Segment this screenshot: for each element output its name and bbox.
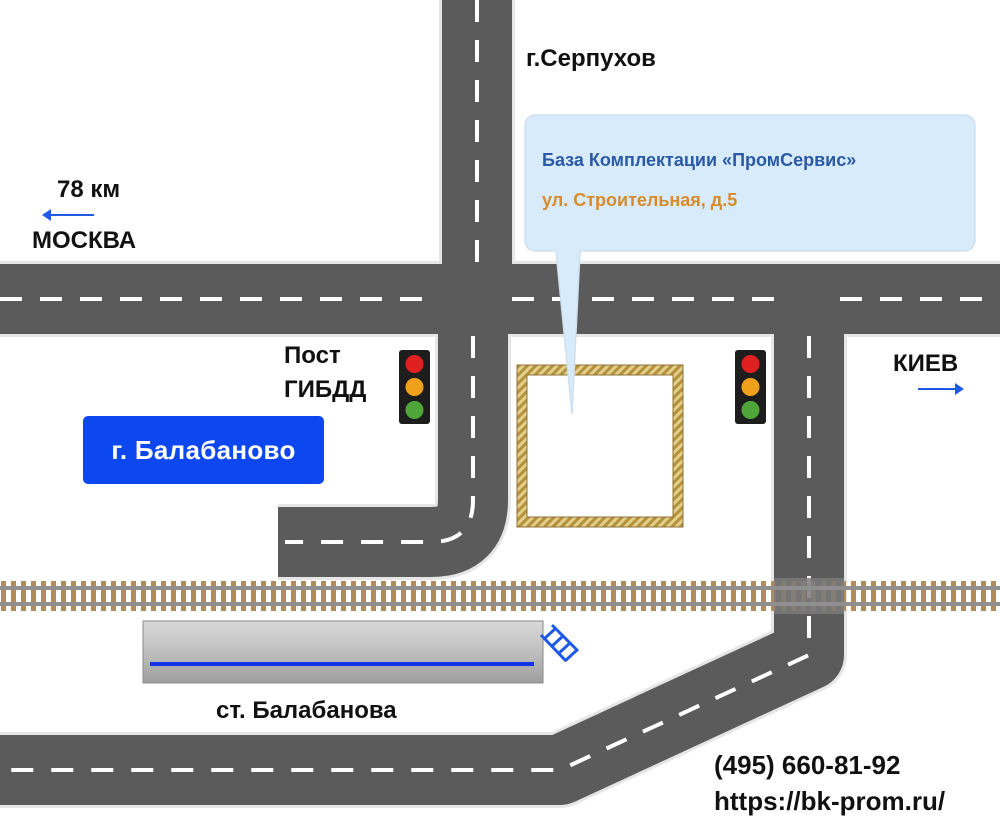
city-badge: г. Балабаново bbox=[83, 416, 324, 484]
company-callout bbox=[524, 114, 976, 415]
kiev-label: КИЕВ bbox=[893, 350, 959, 377]
website-link[interactable]: https://bk-prom.ru/ bbox=[714, 786, 946, 816]
building-outline-icon bbox=[516, 364, 684, 528]
station-label: ст. Балабанова bbox=[216, 697, 397, 724]
traffic-light-icon bbox=[399, 350, 430, 424]
station-platform bbox=[142, 620, 544, 684]
company-address: ул. Строительная, д.5 bbox=[542, 190, 738, 210]
post-label-line1: Пост bbox=[284, 342, 341, 369]
phone-number: (495) 660-81-92 bbox=[714, 750, 901, 780]
lane-markings bbox=[0, 0, 1000, 770]
moscow-label: МОСКВА bbox=[32, 227, 137, 254]
arrow-left-icon bbox=[42, 209, 94, 221]
railway-track bbox=[0, 578, 1000, 614]
company-name: База Комплектации «ПромСервис» bbox=[542, 150, 857, 170]
stairs-icon bbox=[539, 623, 580, 663]
arrow-right-icon bbox=[918, 383, 964, 395]
post-label-line2: ГИБДД bbox=[284, 376, 367, 403]
distance-label: 78 км bbox=[57, 176, 121, 203]
traffic-light-icon bbox=[735, 350, 766, 424]
serpukhov-label: г.Серпухов bbox=[526, 45, 656, 72]
